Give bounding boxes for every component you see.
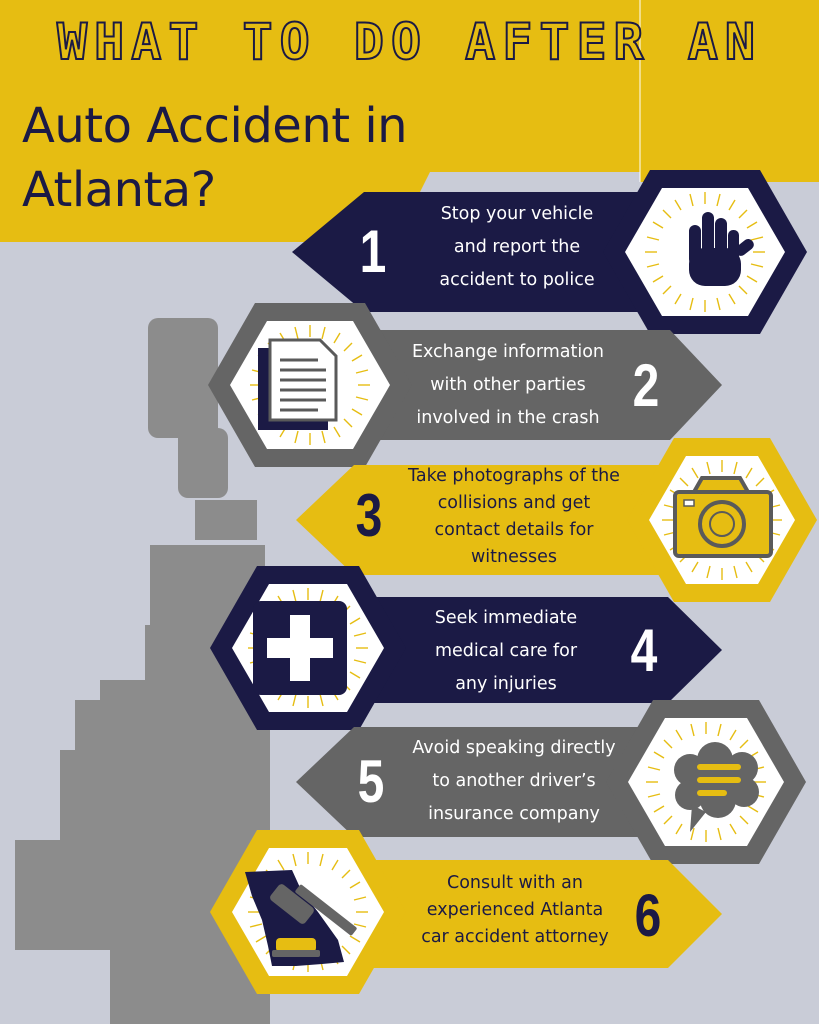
step-2-number: 2 [632,352,660,419]
step-5-number: 5 [357,748,385,815]
header-band [0,0,819,242]
step-3-banner [296,465,692,575]
step-4-banner [330,597,722,703]
step-3-text: Take photographs of the collisions and g… [408,466,620,567]
step-6-number: 6 [634,882,662,949]
step-2-text: Exchange information with other parties … [411,342,605,428]
step-1-banner [292,192,692,312]
step-4-text: Seek immediate medical care for any inju… [434,608,578,694]
step-1-number: 1 [359,218,387,285]
step-6-text: Consult with an experienced Atlanta car … [421,873,609,947]
header-title-line-1: WHAT TO DO AFTER AN [56,12,762,72]
header-title-line-2: Auto Accident in Atlanta? [22,98,408,218]
speech-bubble-icon [674,742,759,832]
step-5-banner [296,727,692,837]
step-3-number: 3 [355,482,383,549]
medical-cross-icon [253,601,347,695]
georgia-gavel-icon [245,870,357,966]
step-4-number: 4 [630,617,658,684]
step-2-banner [318,330,722,440]
step-6-banner [330,860,722,968]
camera-icon [673,476,773,558]
documents-icon [258,338,338,430]
stop-hand-icon [689,212,754,286]
step-1-text: Stop your vehicle and report the acciden… [439,204,595,290]
step-5-text: Avoid speaking directly to another drive… [412,738,616,824]
